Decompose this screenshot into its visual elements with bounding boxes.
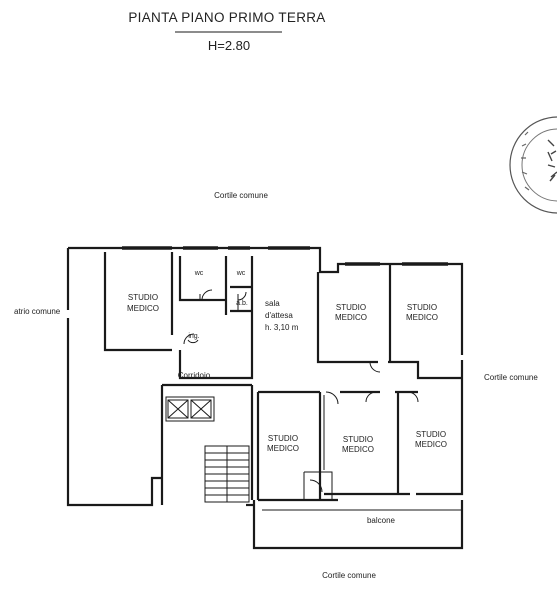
elevator-icon: [165, 396, 215, 422]
room-studio-2-line1: STUDIO: [336, 303, 366, 312]
inner-walls: [103, 252, 462, 505]
room-studio-4-line1: STUDIO: [268, 434, 298, 443]
room-studio-4-line2: MEDICO: [267, 444, 299, 453]
courtyard-right-label: Cortile comune: [484, 373, 538, 382]
wc-2-label: wc: [236, 270, 246, 277]
room-studio-1-line1: STUDIO: [128, 293, 158, 302]
wc-1-label: wc: [194, 270, 204, 277]
plan-title: PIANTA PIANO PRIMO TERRA: [128, 10, 325, 25]
room-studio-6-line2: MEDICO: [415, 440, 447, 449]
stamp-seal: [509, 116, 557, 214]
room-studio-6-line1: STUDIO: [416, 430, 446, 439]
room-studio-3-line1: STUDIO: [407, 303, 437, 312]
top-windows: [122, 246, 448, 266]
stairs-icon: [204, 445, 250, 503]
waiting-room-line2: d'attesa: [265, 311, 293, 320]
room-studio-5-line1: STUDIO: [343, 435, 373, 444]
door-swings: [183, 289, 419, 493]
room-studio-1-line2: MEDICO: [127, 304, 159, 313]
courtyard-top-label: Cortile comune: [214, 191, 268, 200]
waiting-room-line1: sala: [265, 299, 280, 308]
height-note: H=2.80: [208, 38, 250, 53]
room-studio-3-line2: MEDICO: [406, 313, 438, 322]
entrance-label: ing.: [188, 333, 199, 340]
atrium-label: atrio comune: [14, 307, 61, 316]
courtyard-bottom-label: Cortile comune: [322, 571, 376, 580]
outer-walls: [66, 246, 464, 550]
room-studio-5-line2: MEDICO: [342, 445, 374, 454]
corridor-label: Corridoio: [178, 371, 211, 380]
balcony-label: balcone: [367, 516, 396, 525]
waiting-room-height: h. 3,10 m: [265, 323, 299, 332]
room-studio-2-line2: MEDICO: [335, 313, 367, 322]
antibath-label: a.b.: [236, 300, 248, 307]
